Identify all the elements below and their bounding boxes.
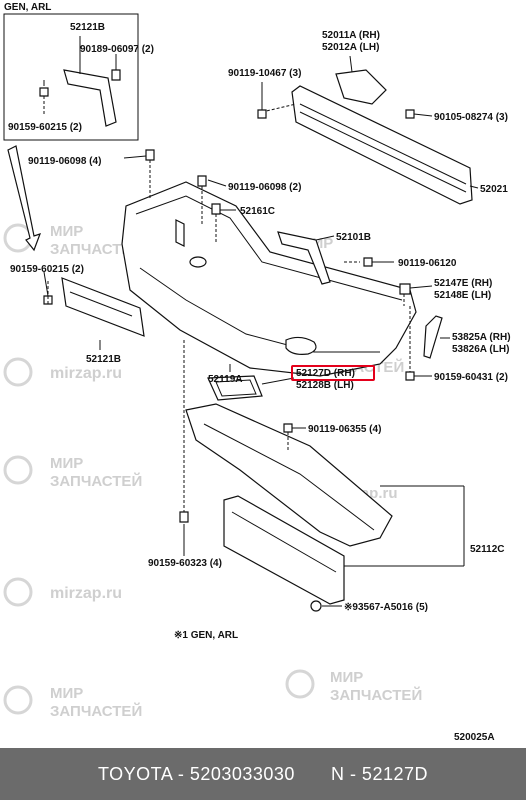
- watermark-site: mirzap.ru: [50, 585, 122, 602]
- watermark-line1: МИР: [50, 455, 83, 472]
- label-90159-60215-top: 90159-60215 (2): [8, 122, 82, 133]
- footer-bar: TOYOTA - 5203033030 N - 52127D: [0, 748, 526, 800]
- bolt-part: [39, 87, 49, 97]
- watermark-line1: МИР: [330, 669, 363, 686]
- emblem: [189, 256, 207, 268]
- label-52161c: 52161C: [240, 206, 275, 217]
- label-90159-60323: 90159-60323 (4): [148, 558, 222, 569]
- label-90105-08274: 90105-08274 (3): [434, 112, 508, 123]
- label-90119-06098-4: 90119-06098 (4): [28, 156, 101, 167]
- watermark-line1: МИР: [50, 223, 83, 240]
- bumper-reinforcement: [257, 69, 473, 205]
- watermark-line2: ЗАПЧАСТЕЙ: [50, 472, 142, 490]
- parts-diagram: МИР ЗАПЧАСТЕЙ mirzap.ru МИР ЗАПЧАСТЕЙ mi…: [3, 2, 511, 743]
- label-52121b-top: 52121B: [70, 22, 105, 33]
- label-52148e: 52148E (LH): [434, 290, 491, 301]
- bumper-cover: [121, 181, 417, 377]
- label-52128b: 52128B (LH): [296, 380, 354, 391]
- label-52127d: 52127D (RH): [296, 368, 355, 379]
- lower-absorber: [185, 403, 393, 605]
- label-52012a: 52012A (LH): [322, 42, 379, 53]
- label-90159-60215-mid: 90159-60215 (2): [10, 264, 84, 275]
- leader-lines: [43, 55, 479, 607]
- absorber-plate: [223, 495, 345, 605]
- watermark-site: mirzap.ru: [50, 365, 122, 382]
- ref-code: 520025A: [454, 732, 495, 743]
- label-52011a: 52011A (RH): [322, 30, 380, 41]
- part-labels: 52121B 90189-06097 (2) 90159-60215 (2) 9…: [8, 22, 511, 743]
- watermark-line2: ЗАПЧАСТЕЙ: [50, 240, 142, 258]
- fasteners: [145, 149, 415, 612]
- label-52101b: 52101B: [336, 232, 371, 243]
- footer-brand-code: TOYOTA - 5203033030: [97, 763, 295, 784]
- label-52112c: 52112C: [470, 544, 504, 555]
- label-90189-06097: 90189-06097 (2): [80, 44, 154, 55]
- watermark-line1: МИР: [50, 685, 83, 702]
- footer-part-number: N - 52127D: [330, 763, 428, 784]
- label-90119-06120: 90119-06120: [398, 258, 457, 269]
- inset-gen-arl: GEN, ARL: [3, 2, 139, 141]
- highlight-box: [291, 365, 375, 381]
- label-52121b-bottom: 52121B: [86, 354, 121, 365]
- reinforcement-bracket: [335, 69, 387, 105]
- inset-title: GEN, ARL: [4, 2, 51, 13]
- watermark-line2: ЗАПЧАСТЕЙ: [50, 702, 142, 720]
- label-93567: ※93567-A5016 (5): [344, 602, 428, 613]
- inset-arrow: [7, 145, 42, 252]
- trim-strip: [423, 315, 443, 359]
- label-52147e: 52147E (RH): [434, 278, 492, 289]
- license-plate-bracket: [61, 277, 145, 337]
- label-90119-10467: 90119-10467 (3): [228, 68, 301, 79]
- watermark-line2: ЗАПЧАСТЕЙ: [330, 686, 422, 704]
- label-90119-06098-2: 90119-06098 (2): [228, 182, 301, 193]
- label-90119-06355: 90119-06355 (4): [308, 424, 381, 435]
- label-53825a: 53825A (RH): [452, 332, 511, 343]
- fog-opening: [285, 336, 317, 355]
- label-52021: 52021: [480, 184, 508, 195]
- label-53826a: 53826A (LH): [452, 344, 509, 355]
- note-label: ※1 GEN, ARL: [174, 630, 238, 641]
- label-90159-60431: 90159-60431 (2): [434, 372, 508, 383]
- label-52119a: 52119A: [208, 374, 242, 385]
- clip-part: [111, 69, 121, 81]
- dashed-lines: [47, 160, 411, 512]
- license-bracket-part: [63, 69, 117, 127]
